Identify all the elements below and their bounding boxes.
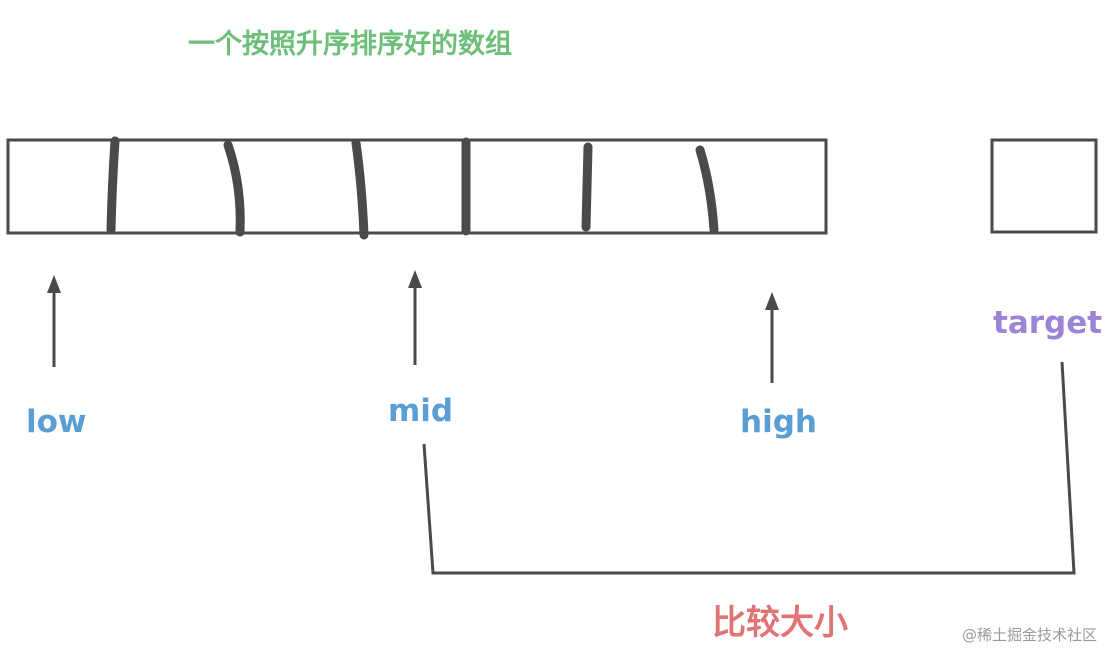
array-divider-1 (106, 136, 120, 235)
array-divider-5 (581, 142, 593, 232)
target-box (990, 138, 1098, 234)
low-label: low (26, 404, 87, 440)
array-divider-6 (695, 145, 719, 235)
mid-label: mid (388, 393, 453, 429)
mid-arrow (408, 270, 422, 365)
sorted-array (6, 136, 828, 240)
compare-label: 比较大小 (712, 603, 848, 643)
array-dividers (106, 136, 719, 240)
low-arrow (47, 275, 61, 367)
watermark: @稀土掘金技术社区 (962, 626, 1097, 644)
target-label: target (993, 305, 1102, 341)
array-divider-3 (351, 138, 369, 240)
array-outline (6, 138, 828, 235)
array-divider-2 (223, 140, 245, 237)
pointer-arrows (47, 270, 779, 383)
comparison-bracket (422, 361, 1076, 575)
high-label: high (740, 404, 817, 440)
diagram-title: 一个按照升序排序好的数组 (188, 28, 512, 60)
high-arrow (765, 292, 779, 383)
